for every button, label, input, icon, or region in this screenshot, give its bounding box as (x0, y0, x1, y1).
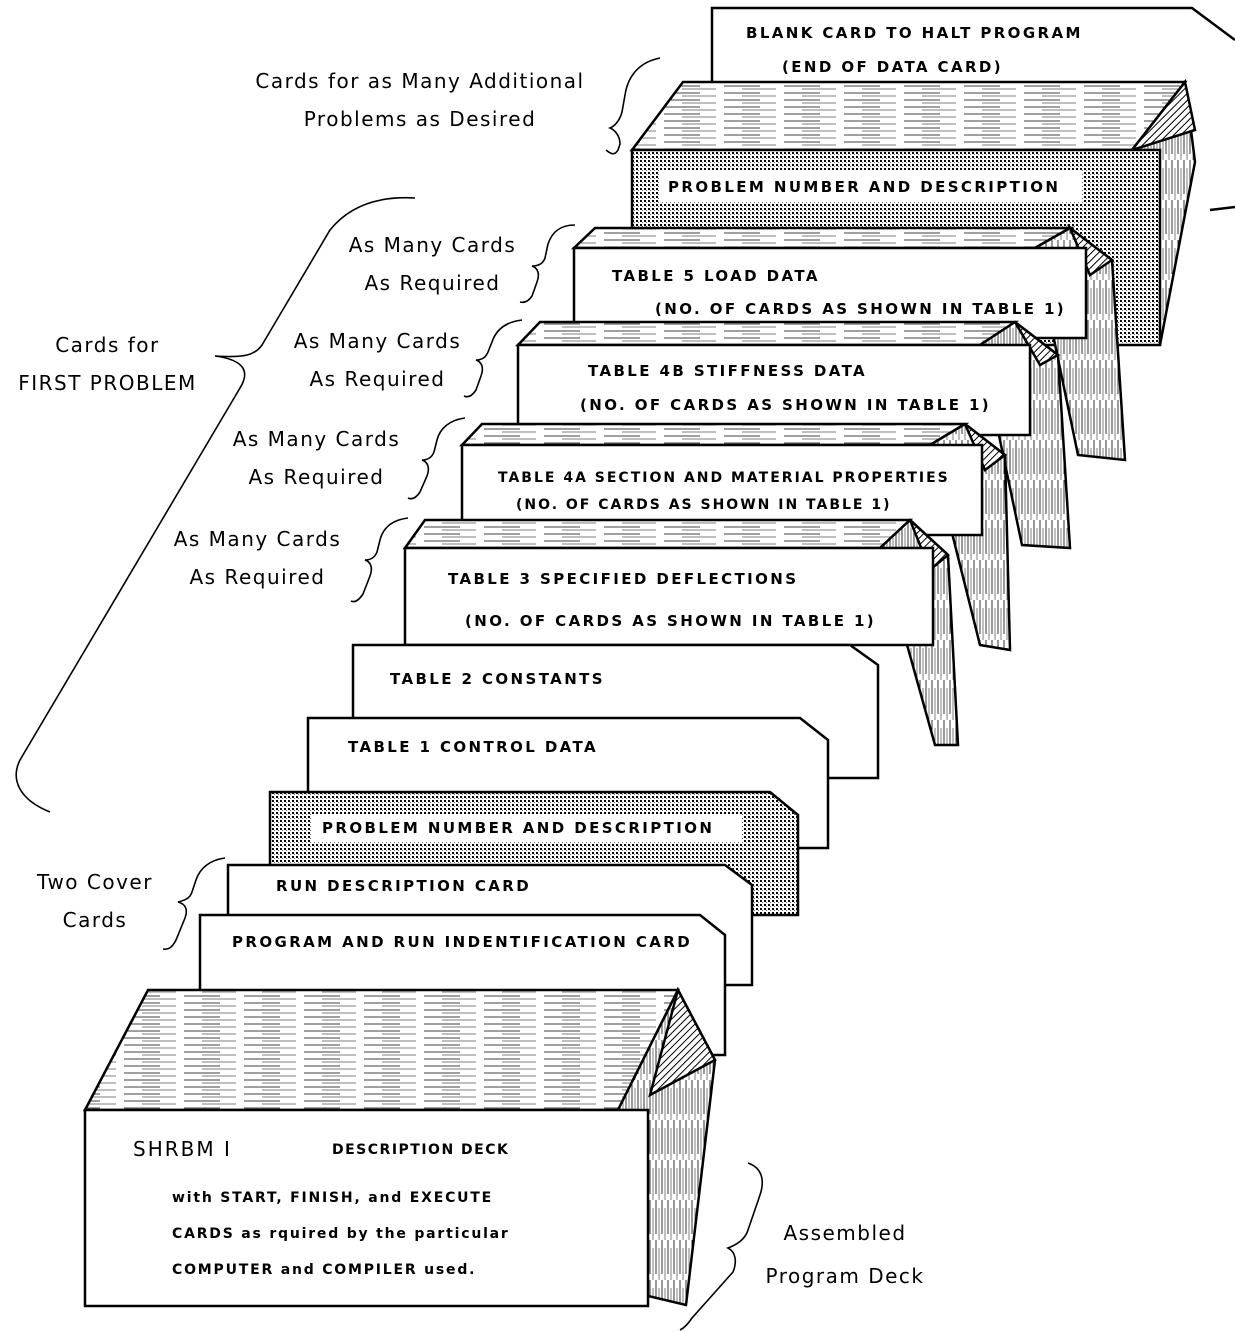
two-cover-cards-label: Two Cover Cards (20, 863, 170, 939)
first-problem-line1: Cards for (55, 333, 160, 357)
cover-line1: Two Cover (37, 870, 153, 894)
assembled-line2: Program Deck (765, 1264, 925, 1288)
blank-card-line1: BLANK CARD TO HALT PROGRAM (746, 24, 1083, 42)
additional-line2: Problems as Desired (303, 107, 537, 131)
table5-line2: (NO. OF CARDS AS SHOWN IN TABLE 1) (655, 300, 1067, 318)
additional-problems-label: Cards for as Many Additional Problems as… (235, 62, 605, 138)
blank-halt-card (710, 6, 1235, 212)
as-many-line1: As Many Cards (173, 527, 342, 551)
cover-line2: Cards (62, 908, 128, 932)
as-many-line2: As Required (189, 565, 326, 589)
table4a-line1: TABLE 4A SECTION AND MATERIAL PROPERTIES (498, 470, 950, 486)
table1-text: TABLE 1 CONTROL DATA (348, 738, 598, 756)
as-many-table4b-label: As Many Cards As Required (275, 322, 480, 398)
assembled-deck-label: Assembled Program Deck (745, 1212, 945, 1298)
table4b-line2: (NO. OF CARDS AS SHOWN IN TABLE 1) (580, 396, 992, 414)
brace-table3 (350, 517, 409, 603)
table4b-line1: TABLE 4B STIFFNESS DATA (588, 362, 868, 380)
problem-top-text: PROBLEM NUMBER AND DESCRIPTION (668, 178, 1061, 196)
as-many-table4a-label: As Many Cards As Required (214, 420, 419, 496)
deck-title: SHRBM I (133, 1137, 232, 1161)
table3-line2: (NO. OF CARDS AS SHOWN IN TABLE 1) (465, 612, 877, 630)
description-deck (82, 986, 717, 1308)
table4a-line2: (NO. OF CARDS AS SHOWN IN TABLE 1) (516, 497, 892, 513)
table4b-deck (515, 320, 1072, 550)
as-many-line1: As Many Cards (293, 329, 462, 353)
problem-mid-text: PROBLEM NUMBER AND DESCRIPTION (322, 819, 715, 837)
deck-line3: COMPUTER and COMPILER used. (172, 1262, 477, 1278)
as-many-table5-label: As Many Cards As Required (330, 226, 535, 302)
blank-card-line2: (END OF DATA CARD) (782, 58, 1004, 76)
as-many-line1: As Many Cards (348, 233, 517, 257)
table2-text: TABLE 2 CONSTANTS (390, 670, 605, 688)
as-many-line1: As Many Cards (232, 427, 401, 451)
brace-table5 (519, 224, 576, 304)
brace-additional (605, 57, 661, 155)
deck-subtitle: DESCRIPTION DECK (332, 1142, 510, 1158)
assembled-line1: Assembled (783, 1221, 907, 1245)
program-run-text: PROGRAM AND RUN INDENTIFICATION CARD (232, 933, 693, 951)
table3-line1: TABLE 3 SPECIFIED DEFLECTIONS (448, 570, 799, 588)
brace-table4b (463, 319, 523, 398)
first-problem-label: Cards for FIRST PROBLEM (0, 326, 215, 402)
brace-assembled (679, 1162, 764, 1331)
run-description-text: RUN DESCRIPTION CARD (276, 877, 532, 895)
brace-cover (162, 857, 226, 951)
as-many-table3-label: As Many Cards As Required (155, 520, 360, 596)
additional-line1: Cards for as Many Additional (255, 69, 585, 93)
as-many-line2: As Required (309, 367, 446, 391)
as-many-line2: As Required (248, 465, 385, 489)
deck-line1: with START, FINISH, and EXECUTE (172, 1190, 494, 1206)
table3-deck (402, 518, 960, 747)
brace-first-problem (15, 196, 416, 813)
table5-line1: TABLE 5 LOAD DATA (612, 267, 820, 285)
first-problem-line2: FIRST PROBLEM (18, 371, 197, 395)
deck-line2: CARDS as rquired by the particular (172, 1226, 510, 1242)
as-many-line2: As Required (364, 271, 501, 295)
brace-table4a (407, 417, 466, 500)
